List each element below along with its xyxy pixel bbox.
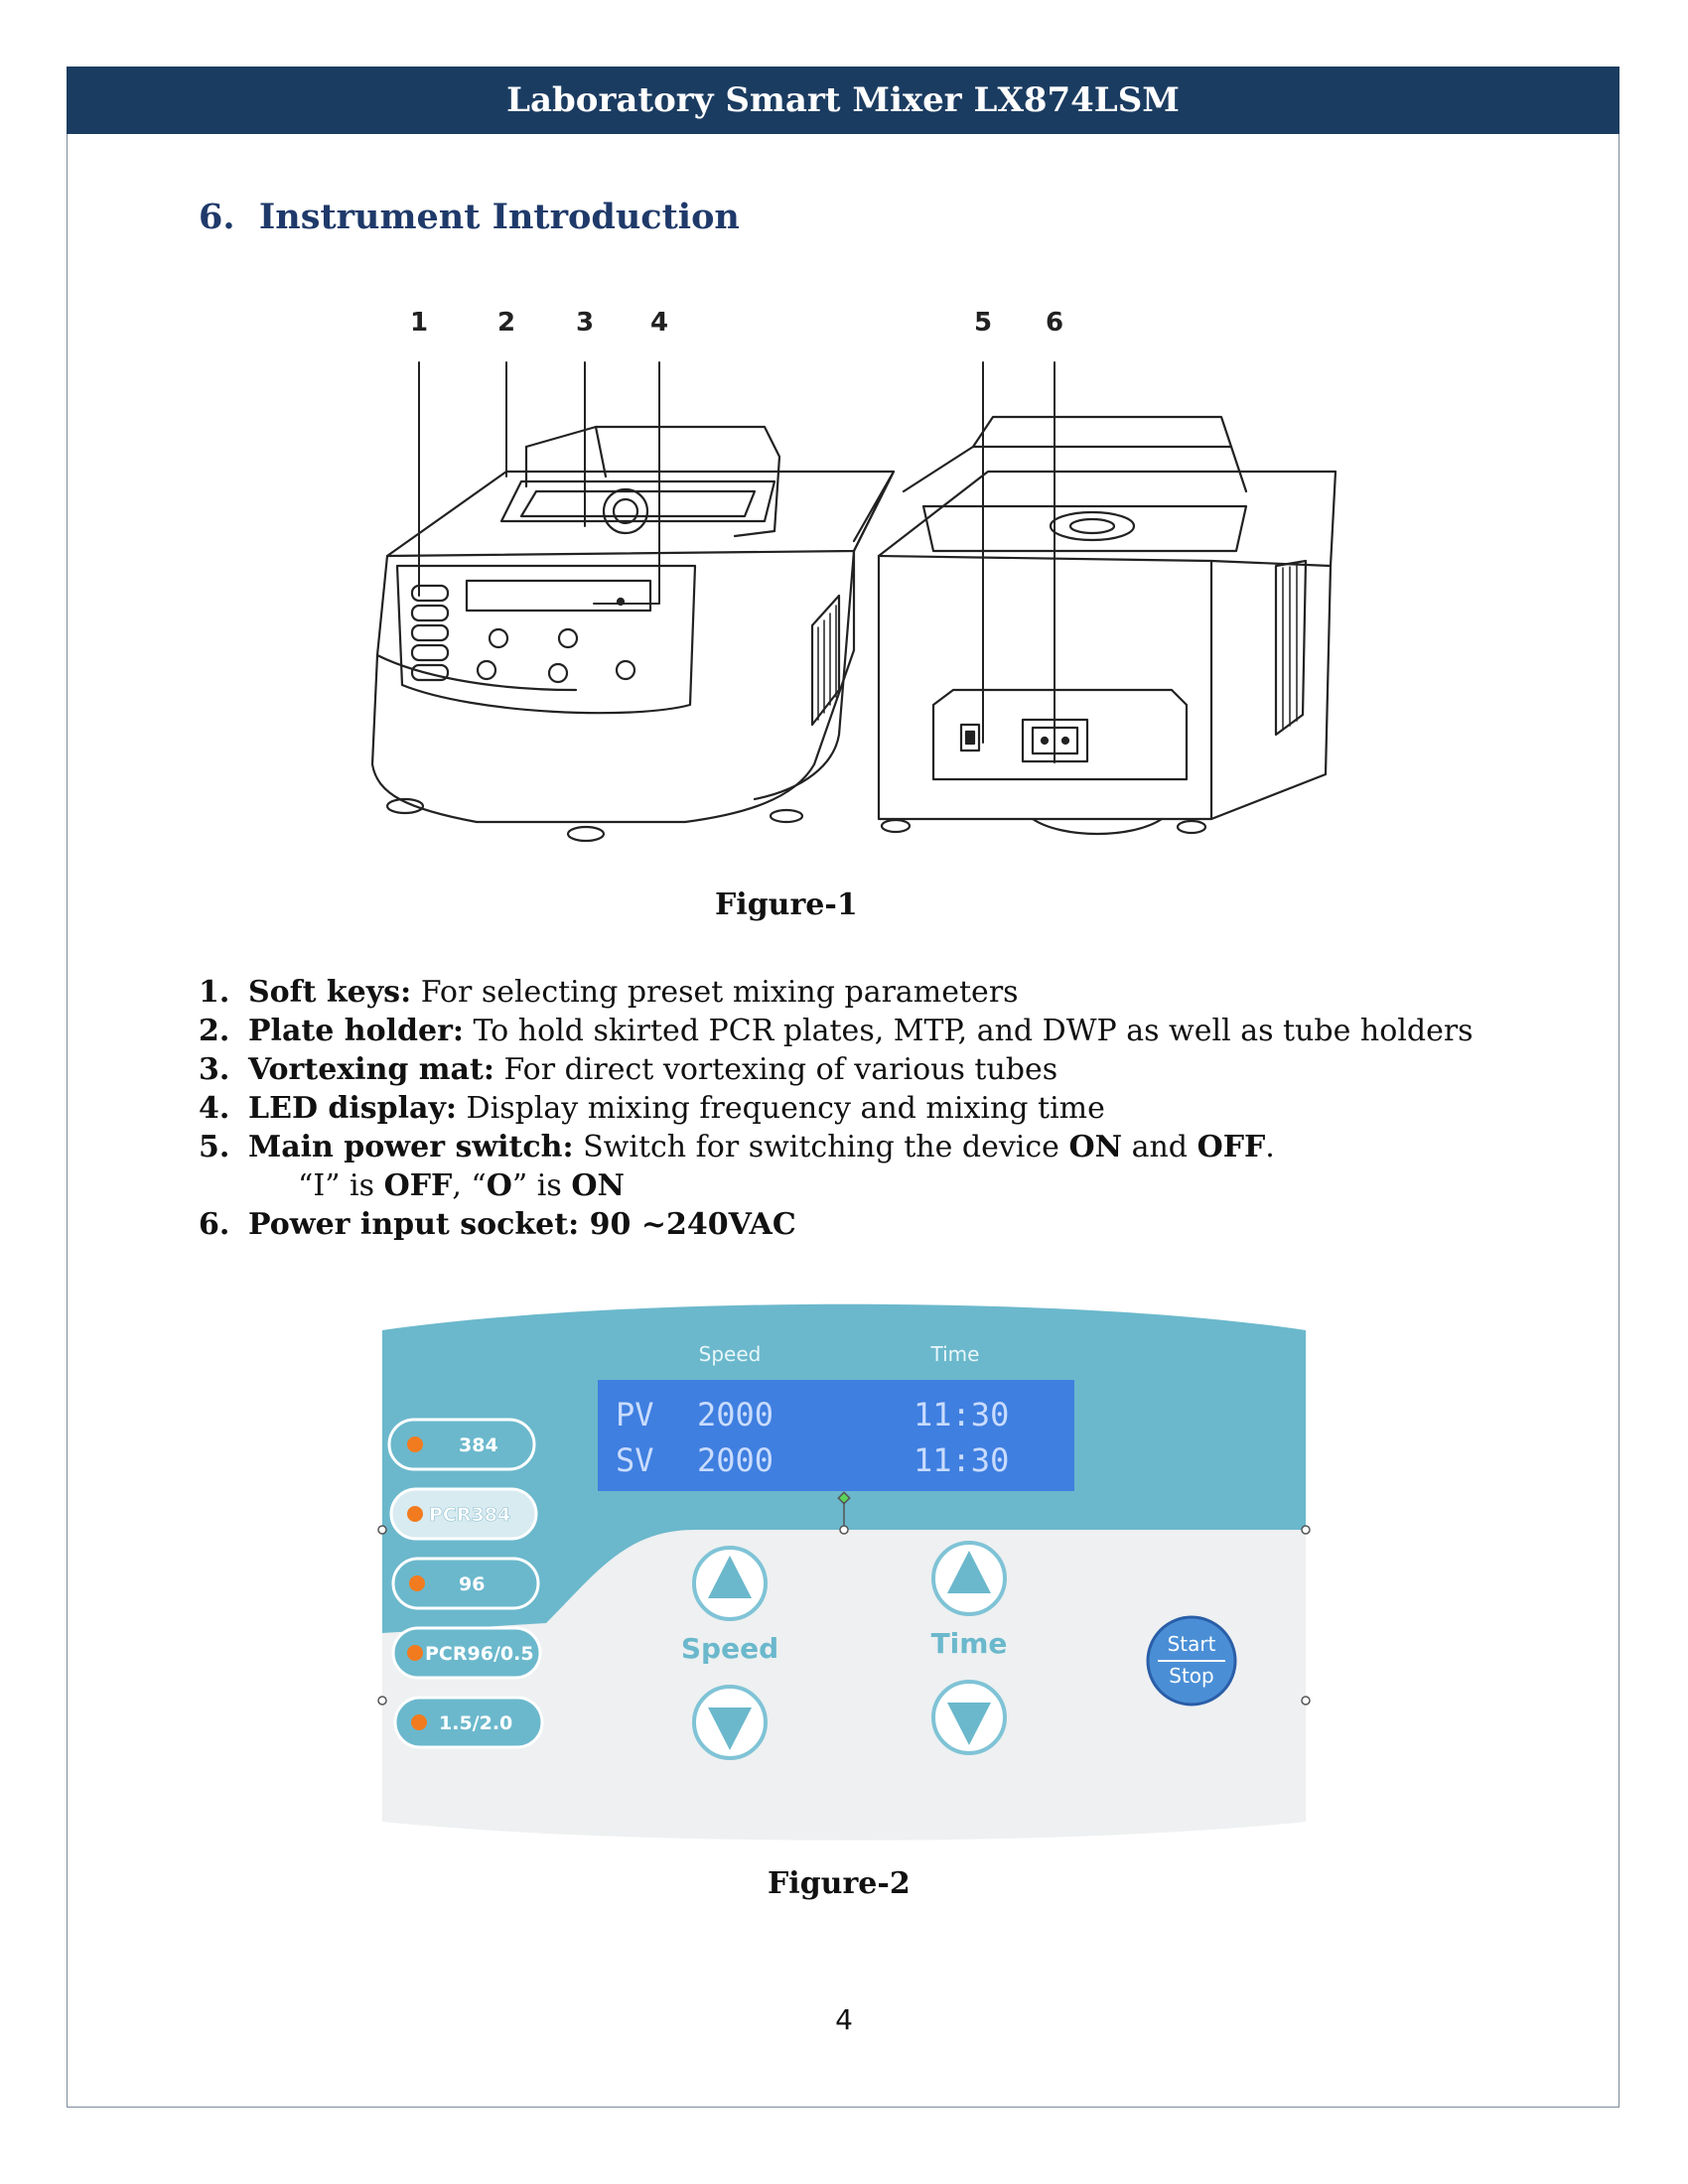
item-number: 1. — [199, 975, 230, 1010]
soft-key-384[interactable]: 384 — [387, 1418, 536, 1471]
figure-2-caption: Figure-2 — [768, 1866, 911, 1901]
time-down-button[interactable] — [931, 1680, 1007, 1755]
time-label: Time — [931, 1627, 1008, 1660]
component-list: 1. Soft keys: For selecting preset mixing… — [199, 973, 1474, 1244]
list-item: 5. Main power switch: Switch for switchin… — [199, 1130, 1275, 1164]
speed-header: Speed — [699, 1342, 762, 1366]
item-desc: Display mixing frequency and mixing time — [466, 1091, 1105, 1126]
note-text: ” is — [511, 1168, 562, 1203]
callout-5: 5 — [974, 308, 992, 338]
arrow-down-icon — [708, 1707, 752, 1750]
item-term: Plate holder: — [248, 1014, 464, 1048]
item-term: LED display: — [248, 1091, 457, 1126]
callout-3: 3 — [576, 308, 594, 338]
arrow-up-icon — [947, 1551, 991, 1593]
item-number: 6. — [199, 1207, 230, 1242]
item-desc: For direct vortexing of various tubes — [503, 1052, 1058, 1087]
section-heading: 6. Instrument Introduction — [199, 197, 740, 237]
soft-key-label: PCR96/0.5 — [425, 1643, 534, 1665]
list-item: 4. LED display: Display mixing frequency … — [199, 1089, 1474, 1128]
note-off: OFF — [383, 1168, 453, 1203]
start-stop-button[interactable]: Start Stop — [1146, 1615, 1237, 1706]
item-term: Soft keys: — [248, 975, 412, 1010]
speed-up-button[interactable] — [692, 1546, 768, 1621]
item-term: Main power switch: — [248, 1130, 574, 1164]
callout-4: 4 — [650, 308, 668, 338]
callout-leaders — [418, 361, 1055, 763]
soft-key-label: 384 — [459, 1434, 498, 1456]
sv-label: SV — [616, 1441, 654, 1479]
off-keyword: OFF — [1196, 1130, 1266, 1164]
list-item: 3. Vortexing mat: For direct vortexing of… — [199, 1050, 1474, 1089]
sv-speed: 2000 — [697, 1441, 774, 1479]
pv-time: 11:30 — [914, 1396, 1009, 1433]
lcd-display — [598, 1380, 1074, 1491]
arrow-up-icon — [708, 1556, 752, 1598]
item-desc: Switch for switching the device — [583, 1130, 1059, 1164]
list-item: 6. Power input socket: 90 ~240VAC — [199, 1205, 1474, 1244]
stop-label: Stop — [1169, 1664, 1213, 1688]
time-header: Time — [930, 1342, 980, 1366]
figure-2-control-panel: Speed Time PV 2000 11:30 SV 2000 11:30 3… — [377, 1303, 1311, 1841]
section-number: 6. — [199, 197, 235, 237]
pv-label: PV — [616, 1396, 654, 1433]
selection-handles — [377, 1491, 1311, 1706]
soft-key-group: 384 PCR384 96 PCR96/0.5 1.5/2.0 — [387, 1418, 544, 1749]
figure-1-caption: Figure-1 — [715, 887, 858, 922]
speed-label: Speed — [681, 1632, 778, 1665]
on-keyword: ON — [1068, 1130, 1123, 1164]
section-title: Instrument Introduction — [258, 197, 740, 237]
lcd-readout: PV 2000 11:30 SV 2000 11:30 — [616, 1396, 1009, 1479]
header-title: Laboratory Smart Mixer LX874LSM — [506, 80, 1180, 120]
speed-down-button[interactable] — [692, 1685, 768, 1760]
note-text: , “ — [452, 1168, 487, 1203]
figure-1-instrument-drawing: 1 2 3 4 5 6 — [370, 308, 1337, 843]
soft-key-96[interactable]: 96 — [391, 1557, 540, 1610]
pv-speed: 2000 — [697, 1396, 774, 1433]
soft-key-label: 1.5/2.0 — [439, 1712, 512, 1734]
arrow-down-icon — [947, 1703, 991, 1745]
item-number: 3. — [199, 1052, 230, 1087]
soft-key-label: 96 — [459, 1573, 485, 1595]
page-number: 4 — [835, 2003, 853, 2036]
callout-6: 6 — [1046, 308, 1063, 338]
callout-2: 2 — [497, 308, 515, 338]
front-view-unit — [370, 425, 896, 843]
note-on: ON — [571, 1168, 625, 1203]
item-term: Power input socket: 90 ~240VAC — [248, 1207, 796, 1242]
item-number: 5. — [199, 1130, 230, 1164]
list-item: 2. Plate holder: To hold skirted PCR plat… — [199, 1012, 1474, 1050]
time-up-button[interactable] — [931, 1541, 1007, 1616]
soft-key-label: PCR384 — [429, 1504, 510, 1526]
sv-time: 11:30 — [914, 1441, 1009, 1479]
start-label: Start — [1168, 1632, 1216, 1656]
switch-note: “I” is OFF, “O” is ON — [199, 1166, 1474, 1205]
soft-key-pcr384[interactable]: PCR384 — [389, 1487, 538, 1541]
item-desc: To hold skirted PCR plates, MTP, and DWP… — [473, 1014, 1474, 1048]
callout-1: 1 — [410, 308, 428, 338]
rear-view-unit — [877, 415, 1337, 836]
and-word: and — [1131, 1130, 1189, 1164]
note-text: “I” is — [298, 1168, 375, 1203]
soft-key-pcr96[interactable]: PCR96/0.5 — [391, 1626, 542, 1680]
item-number: 2. — [199, 1014, 230, 1048]
note-o: O — [486, 1168, 512, 1203]
item-number: 4. — [199, 1091, 230, 1126]
soft-key-1-5-2-0[interactable]: 1.5/2.0 — [393, 1696, 544, 1749]
page-header: Laboratory Smart Mixer LX874LSM — [67, 67, 1619, 134]
list-item: 1. Soft keys: For selecting preset mixing… — [199, 973, 1474, 1012]
item-desc: For selecting preset mixing parameters — [420, 975, 1019, 1010]
item-term: Vortexing mat: — [248, 1052, 494, 1087]
